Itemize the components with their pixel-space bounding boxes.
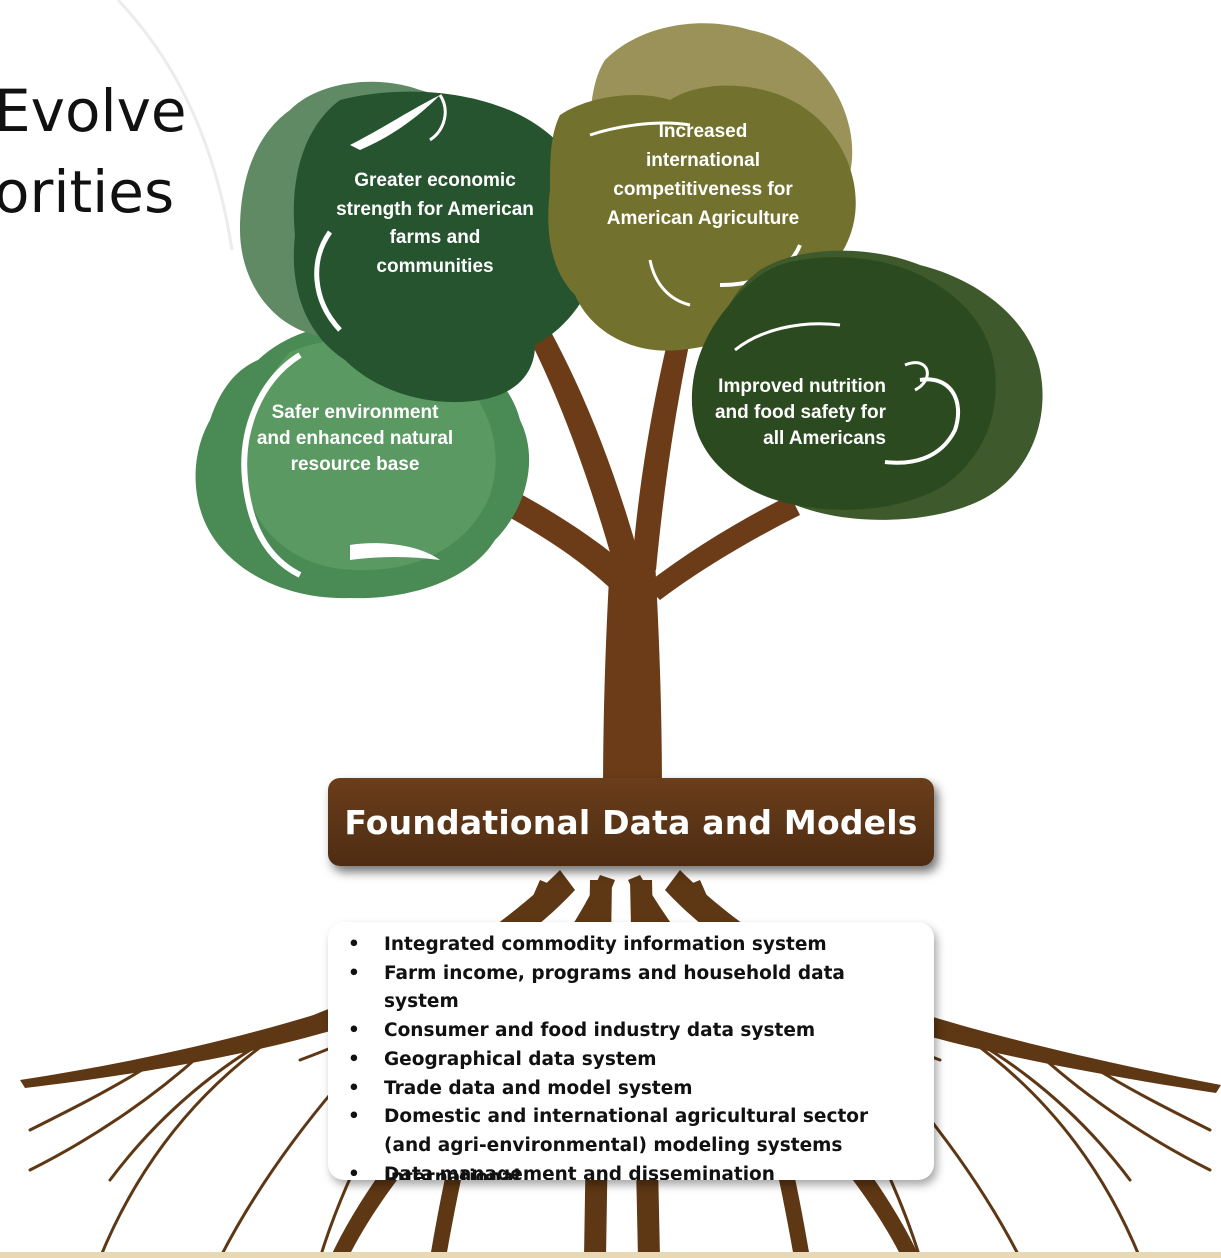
canopy-nutrition-label: Improved nutrition and food safety for a…: [714, 376, 886, 450]
system-item: Data management and dissemination: [328, 1161, 934, 1180]
system-item: Farm income, programs and household data…: [328, 960, 934, 1017]
system-item: Consumer and food industry data system: [328, 1017, 934, 1046]
canopy-nutrition-shape: [691, 250, 1043, 520]
canopy-international-label: Increased international competitiveness …: [606, 121, 800, 229]
systems-list: Integrated commodity information system …: [328, 922, 934, 1180]
canopy-economic-shape: [240, 81, 600, 403]
bottom-strip: [0, 1252, 1221, 1258]
canopy-economic-label: Greater economic strength for American f…: [336, 170, 534, 277]
slide-title-line-1: Evolve: [0, 77, 187, 145]
system-item: Geographical data system: [328, 1046, 934, 1075]
system-item: Domestic and international agricultural …: [328, 1103, 934, 1160]
foundation-title: Foundational Data and Models: [344, 802, 918, 842]
slide-title-line-2: orities: [0, 158, 175, 226]
system-item: Trade data and model system: [328, 1075, 934, 1104]
canopy-environment-label: Safer environment and enhanced natural r…: [256, 402, 454, 476]
clipped-overflow-text: International: [384, 1167, 521, 1180]
background-curve: [116, 0, 234, 251]
system-item: Integrated commodity information system: [328, 931, 934, 960]
foundation-banner: Foundational Data and Models: [328, 778, 934, 866]
systems-box: Integrated commodity information system …: [328, 922, 934, 1180]
